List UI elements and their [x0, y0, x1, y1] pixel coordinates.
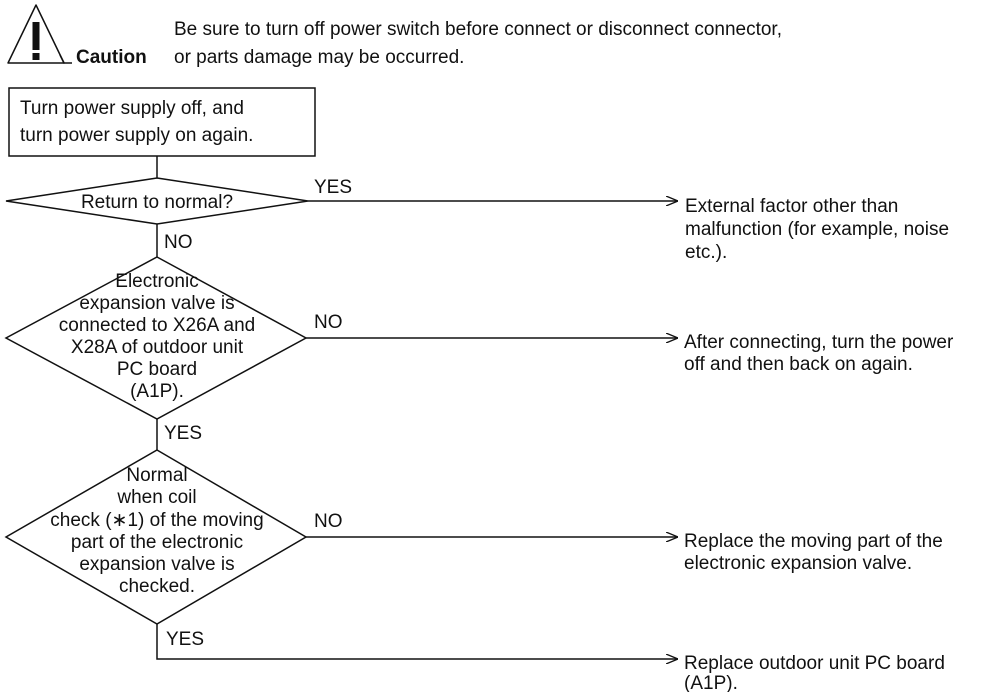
decision2-yes-label: YES: [164, 423, 202, 444]
decision3-no-result-line2: electronic expansion valve.: [684, 553, 912, 574]
caution-message-line1: Be sure to turn off power switch before …: [174, 19, 782, 40]
decision2-line4: X28A of outdoor unit: [71, 337, 244, 358]
decision2-line6: (A1P).: [130, 381, 184, 402]
decision2-no-result-line2: off and then back on again.: [684, 354, 913, 375]
decision2-line5: PC board: [117, 359, 197, 380]
decision1-text: Return to normal?: [81, 192, 233, 213]
start-box-line1: Turn power supply off, and: [20, 98, 244, 119]
caution-message-line2: or parts damage may be occurred.: [174, 47, 464, 68]
decision2-line1: Electronic: [115, 271, 198, 292]
decision3-no-result-line1: Replace the moving part of the: [684, 531, 943, 552]
decision2-no-label: NO: [314, 312, 343, 333]
decision1-yes-result-line1: External factor other than: [685, 196, 898, 217]
decision2-line2: expansion valve is: [79, 293, 234, 314]
decision3-line1: Normal: [126, 465, 187, 486]
decision3-yes-arrow: [156, 624, 678, 659]
decision3-line2: when coil: [116, 487, 196, 508]
decision3-line3: check (∗1) of the moving: [50, 510, 263, 531]
decision3-no-label: NO: [314, 511, 343, 532]
decision3-line4: part of the electronic: [71, 532, 243, 553]
decision1-no-label: NO: [164, 232, 193, 253]
decision2-no-result-line1: After connecting, turn the power: [684, 332, 954, 353]
decision1-yes-label: YES: [314, 177, 352, 198]
exclamation-bar: [32, 22, 40, 50]
exclamation-dot: [32, 53, 40, 60]
decision3-line5: expansion valve is: [79, 554, 234, 575]
final-result-line1: Replace outdoor unit PC board: [684, 653, 945, 674]
warning-icon-bracket: [59, 54, 72, 64]
caution-label: Caution: [76, 47, 147, 68]
decision2-line3: connected to X26A and: [59, 315, 256, 336]
start-box: [8, 87, 316, 157]
decision1-yes-result-line3: etc.).: [685, 242, 727, 263]
final-result-line2: (A1P).: [684, 673, 738, 692]
decision1-yes-result-line2: malfunction (for example, noise: [685, 219, 949, 240]
decision3-line6: checked.: [119, 576, 195, 597]
caution-header: Caution Be sure to turn off power switch…: [7, 4, 782, 68]
warning-icon: [7, 4, 65, 64]
start-box-line2: turn power supply on again.: [20, 125, 253, 146]
decision3-yes-label: YES: [166, 629, 204, 650]
